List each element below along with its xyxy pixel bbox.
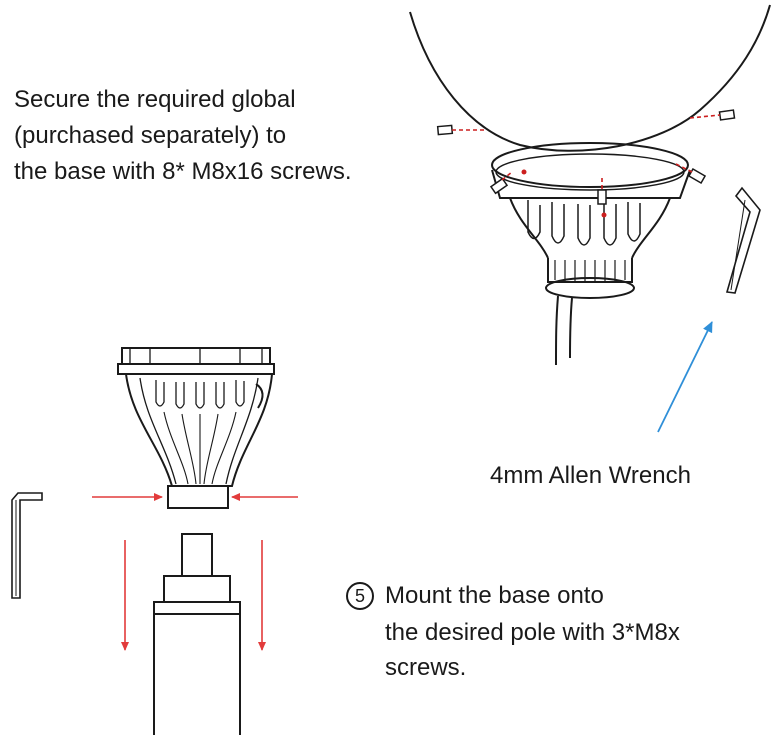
assembly-arrows <box>92 493 298 651</box>
globe-band <box>491 142 689 188</box>
step-number-badge: 5 <box>346 582 374 610</box>
allen-wrench-left-icon <box>11 492 43 599</box>
secure-instruction-line3: the base with 8* M8x16 screws. <box>14 158 352 185</box>
pole-illustration <box>153 533 241 735</box>
allen-wrench-icon <box>725 186 761 294</box>
mount-instruction-line3: screws. <box>385 654 467 681</box>
allen-wrench-label: 4mm Allen Wrench <box>490 462 691 489</box>
globe-outline <box>409 4 771 152</box>
secure-instruction-line2: (purchased separately) to <box>14 122 287 149</box>
globe-assembly-illustration <box>409 4 771 366</box>
screws-top <box>436 109 736 218</box>
base-illustration <box>117 347 275 509</box>
mount-instruction-line1: Mount the base onto <box>385 582 604 609</box>
wrench-pointer-arrow <box>657 321 713 433</box>
mount-instruction-line2: the desired pole with 3*M8x <box>385 619 680 646</box>
secure-instruction-line1: Secure the required global <box>14 86 296 113</box>
